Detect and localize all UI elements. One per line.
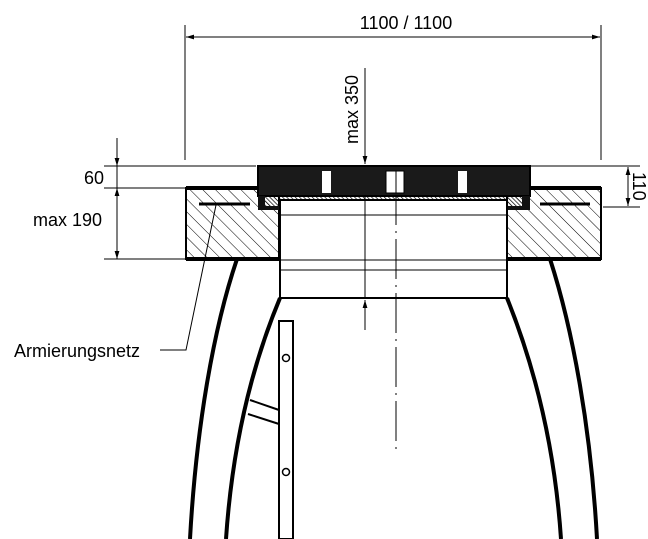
ring-height-label-right: 110	[629, 172, 648, 201]
ring-height-label-left: 60	[84, 168, 104, 188]
cover-slot	[458, 171, 467, 193]
cover-slot	[385, 170, 405, 194]
reinforcement-label: Armierungsnetz	[14, 341, 140, 361]
shaft-cone-walls	[188, 258, 599, 539]
right-height-dimension: 110	[530, 165, 648, 208]
left-height-dimensions: 60 max 190	[33, 138, 256, 260]
manhole-cover-frame	[257, 165, 531, 210]
step-ladder	[247, 320, 294, 539]
ladder-rung-bolt	[281, 353, 291, 363]
cover-slot	[322, 171, 331, 193]
max-height-dimension: max 350	[342, 68, 368, 330]
reinforcement-callout: Armierungsnetz	[14, 204, 217, 361]
max-height-label: max 350	[342, 75, 362, 144]
overall-width-dimension: 1100 / 1100	[184, 13, 602, 160]
slab-height-label: max 190	[33, 210, 102, 230]
overall-width-label: 1100 / 1100	[360, 13, 452, 33]
ladder-rung-bolt	[281, 467, 291, 477]
shaft-neck	[279, 200, 508, 299]
